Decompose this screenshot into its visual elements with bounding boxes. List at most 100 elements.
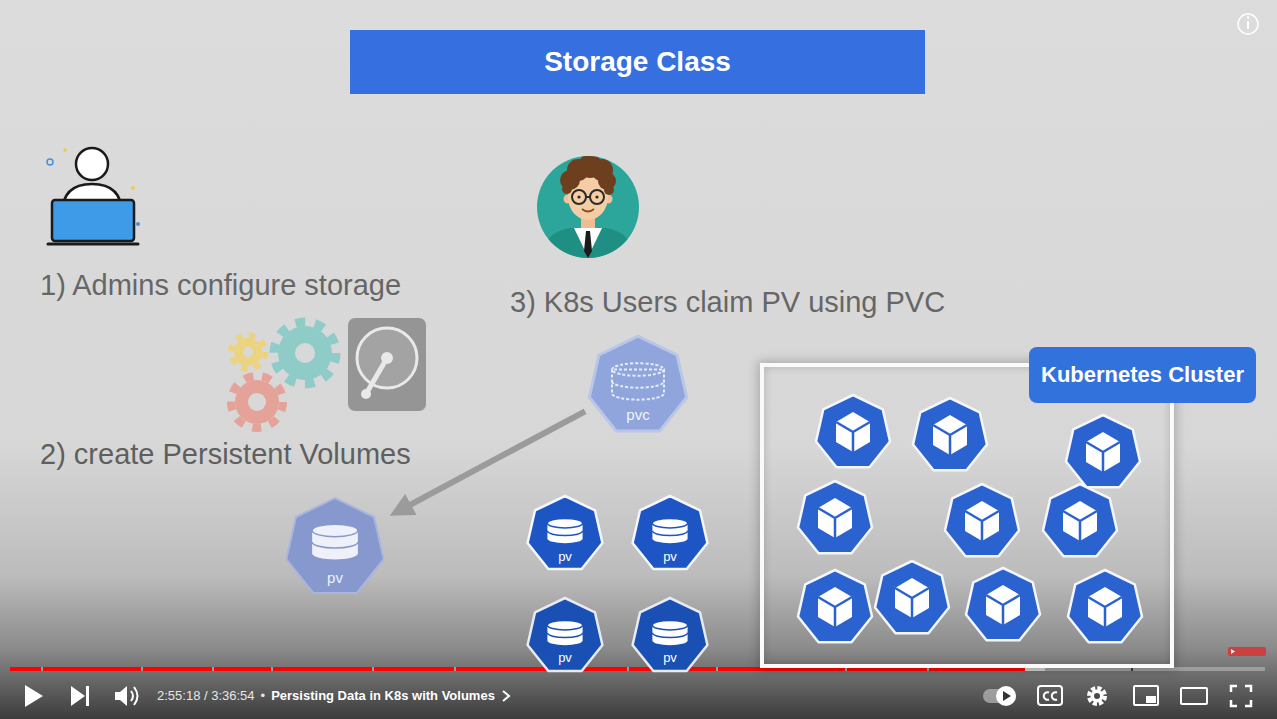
figure-part (1247, 21, 1249, 29)
separator-dot: • (261, 688, 266, 704)
pv-heptagon: pv (525, 492, 605, 572)
figure-part (612, 363, 664, 375)
figure-part (1089, 688, 1105, 704)
figure-part (1066, 415, 1140, 487)
node-label: pvc (626, 407, 649, 424)
figure-part (966, 568, 1040, 640)
volume-icon (652, 518, 687, 543)
figure-part (568, 174, 608, 220)
node-label: pv (663, 550, 677, 564)
cluster-box: Kubernetes Cluster (760, 363, 1174, 668)
hard-disk-icon (348, 318, 426, 411)
figure-part (76, 148, 108, 180)
figure-part (1134, 686, 1158, 705)
figure-part (564, 195, 573, 204)
figure-part (652, 531, 687, 536)
cluster-heading: Kubernetes Cluster (1029, 347, 1256, 403)
volume-icon (612, 363, 664, 399)
figure-part (231, 335, 265, 369)
figure-part (1238, 14, 1258, 34)
figure-part (595, 195, 598, 198)
heptagon-fill (286, 498, 383, 593)
figure-part (1146, 696, 1156, 703)
figure-part (136, 222, 140, 226)
autoplay-toggle (983, 686, 1016, 706)
figure-part (1052, 692, 1057, 700)
figure-part (295, 343, 315, 363)
figure-part (274, 322, 336, 384)
figure-part (231, 376, 283, 428)
label-slot: 3) K8s Users claim PV using PVC (510, 285, 945, 320)
pv-heptagon: pv (630, 492, 710, 572)
cluster-node-icons (798, 395, 1142, 642)
figure-part (1091, 690, 1104, 703)
figure-part (584, 231, 592, 258)
figure-part (547, 633, 582, 638)
figure-part (562, 184, 572, 194)
figure-part (312, 542, 358, 548)
figure-part (582, 209, 594, 212)
user-avatar (537, 154, 639, 264)
figure-part (798, 570, 872, 642)
figure-part (945, 484, 1019, 556)
figure-part (71, 686, 85, 706)
figure-part (560, 170, 580, 190)
figure-part (248, 393, 266, 411)
volume-icon (547, 518, 582, 543)
node-label: pv (327, 570, 343, 587)
figure-part (598, 172, 616, 190)
volume-icon (312, 524, 358, 559)
figure-part (1043, 484, 1117, 556)
figure-part (547, 518, 582, 528)
admin-icon (47, 148, 140, 244)
figure-part (357, 328, 417, 388)
figure-part (62, 184, 122, 214)
figure-part (134, 687, 138, 705)
figure-part (652, 518, 687, 528)
figure-part (143, 667, 212, 671)
figure-part (1038, 686, 1062, 705)
figure-part (578, 154, 602, 178)
figure-part (983, 689, 1016, 703)
figure-part (590, 190, 604, 204)
info-icon (1238, 14, 1258, 34)
player-info-row: 2:55:18 / 3:36:54•Persisting Data in K8s… (157, 687, 511, 705)
figure-part (243, 347, 253, 357)
figure-part (48, 243, 138, 246)
figure-part (52, 200, 134, 241)
figure-part (235, 380, 279, 424)
heptagon-fill (528, 598, 603, 671)
figure-part (537, 156, 639, 258)
figure-part (43, 667, 141, 671)
figure-part (591, 159, 613, 181)
figure-part (214, 667, 271, 671)
figure-part (581, 212, 595, 230)
heptagon-fill (589, 336, 686, 431)
figure-part (798, 481, 872, 553)
figure-part (875, 561, 949, 633)
figure-part (604, 185, 614, 195)
figure-part (913, 398, 987, 470)
figure-part (1094, 693, 1100, 699)
figure-part (131, 186, 135, 190)
figure-part (503, 691, 509, 701)
subscribe-watermark (1228, 647, 1266, 656)
figure-part (381, 352, 393, 364)
gears-icon (231, 322, 336, 428)
figure-part (547, 620, 582, 630)
figure-part (1228, 647, 1266, 656)
pv-heptagon-faded: pv (283, 493, 387, 597)
node-label: pv (558, 550, 572, 564)
volume-icon (115, 686, 138, 706)
figure-part (115, 686, 127, 706)
figure-part (131, 691, 133, 701)
fullscreen-icon (1231, 686, 1251, 706)
figure-part (567, 159, 589, 181)
figure-part (560, 154, 616, 195)
figure-part (572, 190, 586, 204)
figure-part (574, 228, 602, 257)
node-label: pv (663, 651, 677, 665)
slide-title: Storage Class (544, 46, 731, 78)
figure-part (652, 633, 687, 638)
figure-part (612, 381, 664, 387)
